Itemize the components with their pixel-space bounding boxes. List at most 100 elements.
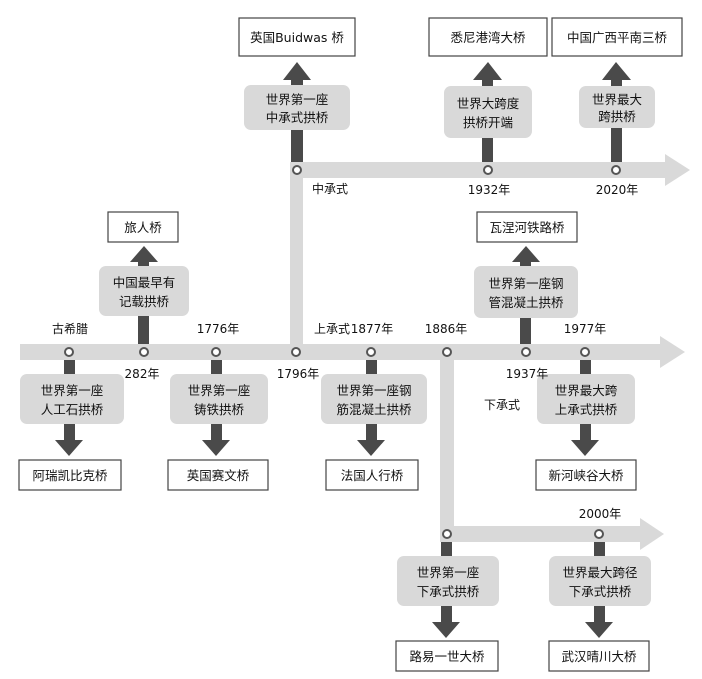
label-year-1932: 1932年 [468, 183, 511, 197]
timeline-node-1937 [521, 347, 531, 357]
arrow-up-2020 [602, 62, 631, 80]
arrow-down-1977 [571, 440, 599, 456]
through-axis-arrow [440, 518, 664, 550]
arrow-down-1877 [357, 440, 385, 456]
connector-1877-lower [366, 424, 377, 440]
arrow-down-1776 [202, 440, 230, 456]
milestone-1886-line2: 下承式拱桥 [417, 584, 480, 599]
milestone-1776: 世界第一座 铸铁拱桥 [170, 374, 268, 424]
timeline-node-1776 [211, 347, 221, 357]
label-year-1776: 1776年 [197, 322, 240, 336]
connector-1977-lower [580, 424, 591, 440]
milestone-1932-line1: 世界大跨度 [457, 96, 520, 111]
milestone-1977-line1: 世界最大跨 [555, 383, 618, 398]
milestone-282-line1: 中国最早有 [113, 275, 176, 290]
label-year-1977: 1977年 [564, 322, 607, 336]
arrow-up-1937 [512, 246, 540, 262]
arrow-up-1932 [473, 62, 502, 80]
milestone-2020: 世界最大 跨拱桥 [579, 86, 655, 128]
timeline-node-greek [64, 347, 74, 357]
bridge-buidwas-label: 英国Buidwas 桥 [250, 30, 344, 45]
milestone-1877-line1: 世界第一座钢 [336, 383, 411, 398]
arrow-up-282 [130, 246, 158, 262]
connector-1932 [482, 138, 493, 162]
label-branch-through: 下承式 [484, 398, 520, 412]
label-year-2000: 2000年 [579, 507, 622, 521]
label-year-1796: 1796年 [277, 367, 320, 381]
milestone-greek-line2: 人工石拱桥 [41, 402, 104, 417]
connector-1776-lower [211, 424, 222, 440]
milestone-1796-line1: 世界第一座 [266, 92, 329, 107]
arrow-up-1796 [283, 62, 311, 80]
connector-282 [138, 316, 149, 344]
timeline-node-mid [292, 165, 302, 175]
connector-greek-lower [64, 424, 75, 440]
bridge-pingnan: 中国广西平南三桥 [551, 17, 683, 57]
timeline-node-2000 [594, 529, 604, 539]
connector-282-head [138, 262, 149, 266]
milestone-2000-line2: 下承式拱桥 [569, 584, 632, 599]
arrow-down-2000 [585, 622, 613, 638]
milestone-1877-line2: 筋混凝土拱桥 [336, 402, 412, 417]
label-year-1877: 1877年 [351, 322, 394, 336]
label-year-2020: 2020年 [596, 183, 639, 197]
timeline-node-1796 [291, 347, 301, 357]
bridge-severn-label: 英国赛文桥 [187, 468, 250, 483]
connector-1977 [580, 360, 591, 374]
timeline-node-1877 [366, 347, 376, 357]
timeline-node-1977 [580, 347, 590, 357]
milestone-1877: 世界第一座钢 筋混凝土拱桥 [321, 374, 427, 424]
milestone-1937: 世界第一座钢 管混凝土拱桥 [474, 266, 578, 318]
bridge-pingnan-label: 中国广西平南三桥 [567, 30, 668, 45]
label-branch-top: 上承式 [314, 322, 350, 336]
bridge-qingchuan: 武汉晴川大桥 [548, 640, 650, 672]
bridge-newriver: 新河峡谷大桥 [535, 459, 637, 491]
bridge-arkadiko-label: 阿瑞凯比克桥 [32, 468, 108, 483]
label-year-282: 282年 [125, 367, 160, 381]
connector-1886-lower [441, 606, 452, 622]
connector-greek [64, 360, 75, 374]
bridge-arkadiko: 阿瑞凯比克桥 [18, 459, 122, 491]
timeline-node-through [442, 529, 452, 539]
connector-2000 [594, 542, 605, 556]
milestone-1886: 世界第一座 下承式拱桥 [397, 556, 499, 606]
bridge-sydney-label: 悉尼港湾大桥 [450, 30, 526, 45]
label-year-1886: 1886年 [425, 322, 468, 336]
milestone-1932-line2: 拱桥开端 [463, 115, 513, 130]
connector-1877 [366, 360, 377, 374]
milestone-greek-line1: 世界第一座 [41, 383, 104, 398]
bridge-france-label: 法国人行桥 [341, 468, 404, 483]
bridge-qingchuan-label: 武汉晴川大桥 [561, 649, 637, 664]
milestone-1977: 世界最大跨 上承式拱桥 [537, 374, 635, 424]
bridge-wahe-label: 瓦涅河铁路桥 [489, 220, 565, 235]
bridge-france: 法国人行桥 [325, 459, 419, 491]
label-year-1937: 1937年 [506, 367, 549, 381]
milestone-1977-line2: 上承式拱桥 [555, 402, 618, 417]
milestone-2020-line2: 跨拱桥 [598, 109, 636, 124]
milestone-1937-line1: 世界第一座钢 [488, 276, 563, 291]
bridge-wahe: 瓦涅河铁路桥 [476, 211, 578, 243]
connector-1886 [441, 542, 452, 556]
milestone-1796-line2: 中承式拱桥 [266, 110, 329, 125]
label-branch-mid: 中承式 [312, 181, 348, 196]
connector-2020 [611, 128, 622, 162]
timeline-node-1886 [442, 347, 452, 357]
label-greek: 古希腊 [52, 321, 88, 336]
arrow-down-1886 [432, 622, 460, 638]
connector-1932-head [482, 80, 493, 86]
milestone-1937-line2: 管混凝土拱桥 [488, 295, 564, 310]
connector-1776 [211, 360, 222, 374]
connector-1937 [520, 318, 531, 344]
timeline-node-282 [139, 347, 149, 357]
bridge-buidwas: 英国Buidwas 桥 [238, 17, 356, 57]
bridge-newriver-label: 新河峡谷大桥 [548, 468, 624, 483]
milestone-2000-line1: 世界最大跨径 [562, 565, 637, 580]
milestone-1796: 世界第一座 中承式拱桥 [244, 85, 350, 130]
milestone-2020-line1: 世界最大 [592, 92, 642, 107]
milestone-1932: 世界大跨度 拱桥开端 [444, 86, 532, 138]
through-branch-vertical [440, 344, 454, 542]
milestone-282-line2: 记载拱桥 [119, 294, 170, 309]
connector-2000-lower [594, 606, 605, 622]
mid-branch-vertical [290, 162, 303, 360]
